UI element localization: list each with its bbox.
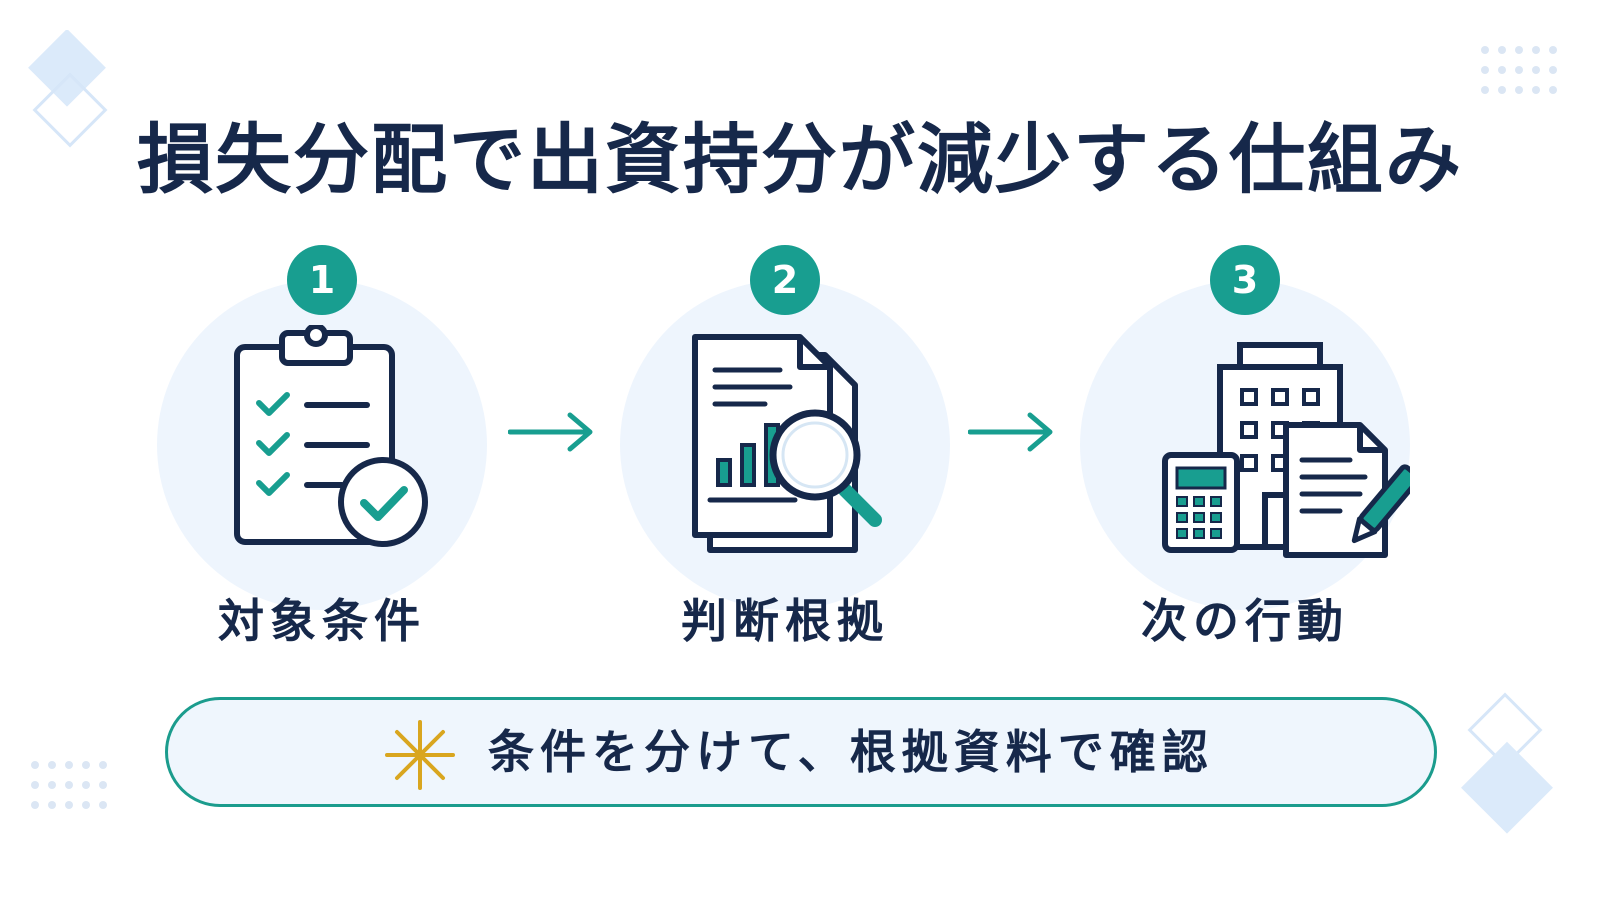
step-1-label: 対象条件 [218,594,426,648]
diamond-decoration-bottom-right [1461,692,1553,834]
dot-grid-decoration-top-right [1481,46,1557,94]
step-2-label: 判断根拠 [681,594,889,648]
step-3-number-badge: 3 [1210,245,1280,315]
sparkle-icon [385,720,455,790]
summary-note: 条件を分けて、根拠資料で確認 [165,697,1437,807]
step-2: 2 判断根拠 [620,245,950,665]
step-1-number-badge: 1 [287,245,357,315]
step-3: 3 次の行動 [1080,245,1410,665]
page-title: 損失分配で出資持分が減少する仕組み [137,115,1463,204]
step-1: 1 対象条件 [157,245,487,665]
diamond-decoration-top-left [28,30,108,148]
document-analysis-icon [692,334,882,553]
step-2-number-badge: 2 [750,245,820,315]
step-3-label: 次の行動 [1141,594,1349,648]
arrow-right-icon [508,412,593,452]
dot-grid-decoration-bottom-left [31,761,107,809]
summary-note-text: 条件を分けて、根拠資料で確認 [488,725,1214,779]
arrow-right-icon [968,412,1053,452]
checklist-clipboard-icon [234,325,428,547]
document-pen-icon [1283,422,1410,558]
